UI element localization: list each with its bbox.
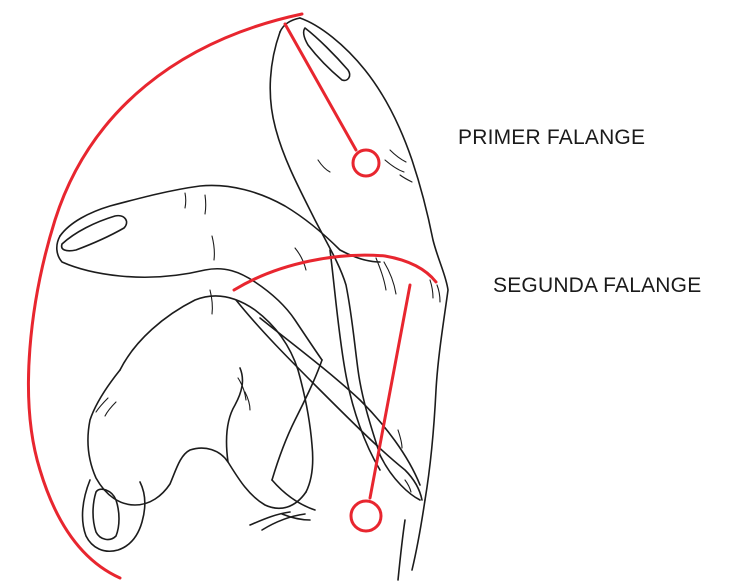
little-finger-outline [83, 480, 145, 551]
second-phalanx-marker [351, 501, 381, 531]
middle-finger-outline [57, 185, 380, 360]
palm-outline [236, 250, 425, 580]
second-phalanx-pointer-line [370, 285, 410, 498]
annotation-overlay [28, 14, 436, 578]
hand-sketch [57, 18, 448, 580]
outer-arc [28, 14, 302, 578]
first-phalanx-label: PRIMER FALANGE [458, 126, 645, 150]
first-phalanx-pointer-line [285, 24, 356, 150]
first-phalanx-marker [353, 150, 379, 176]
ring-finger-outline [88, 290, 313, 508]
second-phalanx-label: SEGUNDA FALANGE [493, 274, 701, 298]
